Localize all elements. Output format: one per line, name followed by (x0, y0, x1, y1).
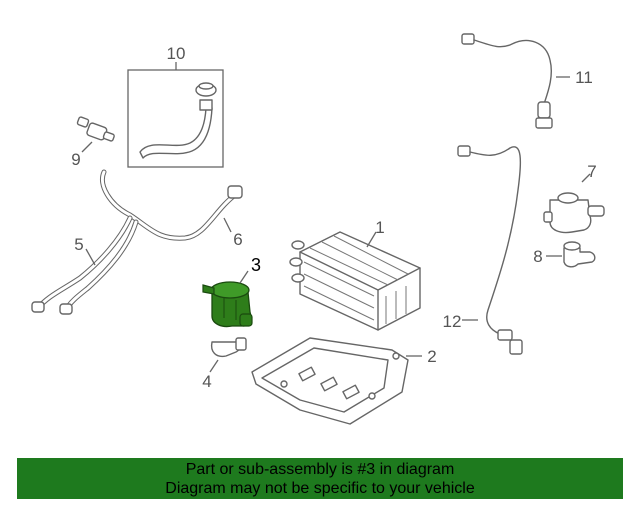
part-1-charcoal-canister[interactable] (289, 231, 421, 331)
callout-5: 5 (74, 235, 83, 254)
part-4-bracket[interactable] (210, 337, 247, 358)
part-10-hose-kit[interactable] (127, 69, 224, 168)
part-12-oxygen-sensor[interactable] (457, 145, 523, 355)
callout-12: 12 (443, 312, 462, 331)
callout-7: 7 (587, 162, 596, 181)
part-9-valve[interactable] (76, 116, 115, 142)
info-banner: Part or sub-assembly is #3 in diagram Di… (17, 458, 623, 499)
callout-1: 1 (375, 218, 384, 237)
part-3-purge-valve[interactable] (202, 281, 253, 328)
part-5-tube-assembly[interactable] (31, 169, 243, 315)
part-2-canister-tray[interactable] (251, 337, 409, 425)
callout-2: 2 (427, 347, 436, 366)
callout-10: 10 (167, 44, 186, 63)
part-11-oxygen-sensor[interactable] (461, 33, 553, 129)
callout-4: 4 (202, 372, 211, 391)
banner-line-1: Part or sub-assembly is #3 in diagram (185, 461, 455, 478)
part-7-solenoid-valve[interactable] (543, 192, 605, 234)
callout-9: 9 (71, 150, 80, 169)
callout-6: 6 (233, 230, 242, 249)
callout-3: 3 (251, 255, 261, 275)
part-8-clamp[interactable] (563, 241, 596, 268)
callout-8: 8 (533, 247, 542, 266)
callout-11: 11 (575, 68, 593, 87)
banner-line-2: Diagram may not be specific to your vehi… (165, 480, 475, 497)
